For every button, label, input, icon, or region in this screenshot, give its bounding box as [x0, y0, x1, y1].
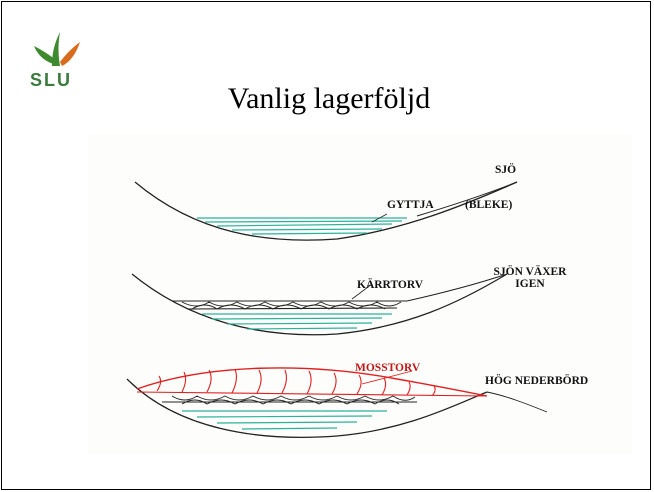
stratigraphy-diagram: SJÖ GYTTJA (BLEKE) KÄRRTORV SJÖN VÄXER I…: [87, 134, 632, 454]
label-sjon-vaxer: SJÖN VÄXER IGEN: [480, 266, 580, 290]
label-gyttja: GYTTJA: [387, 199, 434, 211]
basin-cross-sections: [87, 134, 632, 454]
label-sjon-vaxer-line1: SJÖN VÄXER: [480, 266, 580, 278]
label-bleke: (BLEKE): [465, 199, 512, 211]
diagram-background: [87, 134, 632, 454]
label-sjo: SJÖ: [495, 164, 516, 176]
label-hog-nederbord: HÖG NEDERBÖRD: [485, 375, 588, 387]
slu-leaf-icon: [30, 24, 90, 70]
slide-title: Vanlig lagerföljd: [2, 82, 654, 116]
label-karrtorv: KÄRRTORV: [357, 279, 423, 291]
label-sjon-vaxer-line2: IGEN: [480, 278, 580, 290]
label-mosstorv: MOSSTORV: [355, 362, 420, 374]
